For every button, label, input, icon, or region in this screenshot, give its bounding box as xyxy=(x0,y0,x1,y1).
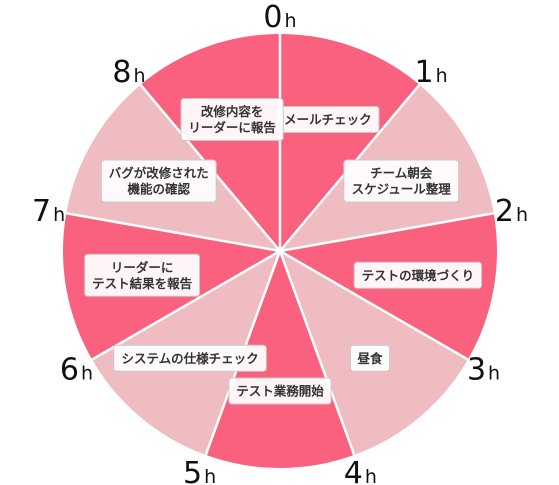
slice-label-line: リーダーに xyxy=(111,260,174,275)
slice-label-5: システムの仕様チェック xyxy=(113,344,267,372)
slice-label-box xyxy=(84,253,201,297)
hour-tick-number: 4 xyxy=(344,456,363,485)
hour-tick-suffix: h xyxy=(365,466,377,485)
slice-label-line: バグが改修された xyxy=(109,166,209,181)
hour-tick-suffix: h xyxy=(488,363,500,385)
slice-divider-4 xyxy=(278,250,356,456)
hour-tick-number: 7 xyxy=(32,194,51,229)
hour-tick-suffix: h xyxy=(285,10,297,32)
slice-label-3: 昼食 xyxy=(349,344,391,372)
slice-label-line: テスト業務開始 xyxy=(236,384,324,399)
hour-tick-suffix: h xyxy=(516,204,528,226)
slice-label-box xyxy=(349,344,391,372)
slice-label-box xyxy=(353,261,483,289)
hour-tick-suffix: h xyxy=(204,466,216,485)
slice-label-line: テスト結果を報告 xyxy=(92,276,193,291)
slice-label-box xyxy=(113,344,267,372)
slice-label-2: テストの環境づくり xyxy=(353,261,483,289)
hour-tick-suffix: h xyxy=(53,204,65,226)
slice-divider-2 xyxy=(279,212,494,253)
slice-divider-7 xyxy=(66,212,281,253)
slice-label-line: スケジュール整理 xyxy=(352,182,452,197)
hour-tick-suffix: h xyxy=(133,65,145,87)
slice-label-line: メールチェック xyxy=(284,112,372,127)
hour-tick-suffix: h xyxy=(81,363,93,385)
slice-label-line: テストの環境づくり xyxy=(362,268,475,283)
hour-tick-number: 2 xyxy=(495,194,514,229)
hour-tick-number: 3 xyxy=(467,353,486,388)
hour-tick-suffix: h xyxy=(436,65,448,87)
slice-label-line: チーム朝会 xyxy=(370,166,433,181)
hour-tick-number: 8 xyxy=(112,55,131,90)
hour-tick-number: 1 xyxy=(414,55,433,90)
pie-slice-8 xyxy=(140,34,280,251)
slice-divider-3 xyxy=(279,249,469,361)
hour-tick-number: 0 xyxy=(263,0,282,35)
slice-label-line: 改修内容を xyxy=(201,104,264,119)
pie-slice-0 xyxy=(280,34,420,251)
slice-label-0: メールチェック xyxy=(276,105,380,133)
slice-label-box xyxy=(100,159,217,203)
slice-label-4: テスト業務開始 xyxy=(228,377,332,405)
slice-label-line: 機能の確認 xyxy=(128,182,191,197)
pie-slice-4 xyxy=(205,251,355,468)
hour-tick-number: 6 xyxy=(60,353,79,388)
slice-label-line: 昼食 xyxy=(356,351,383,366)
slice-label-box xyxy=(343,159,460,203)
slice-divider-6 xyxy=(91,249,281,361)
hour-tick-number: 5 xyxy=(183,456,202,485)
slice-label-line: リーダーに報告 xyxy=(188,120,276,135)
slice-label-line: システムの仕様チェック xyxy=(121,351,258,366)
slice-label-box xyxy=(180,97,284,141)
slice-label-box xyxy=(228,377,332,405)
